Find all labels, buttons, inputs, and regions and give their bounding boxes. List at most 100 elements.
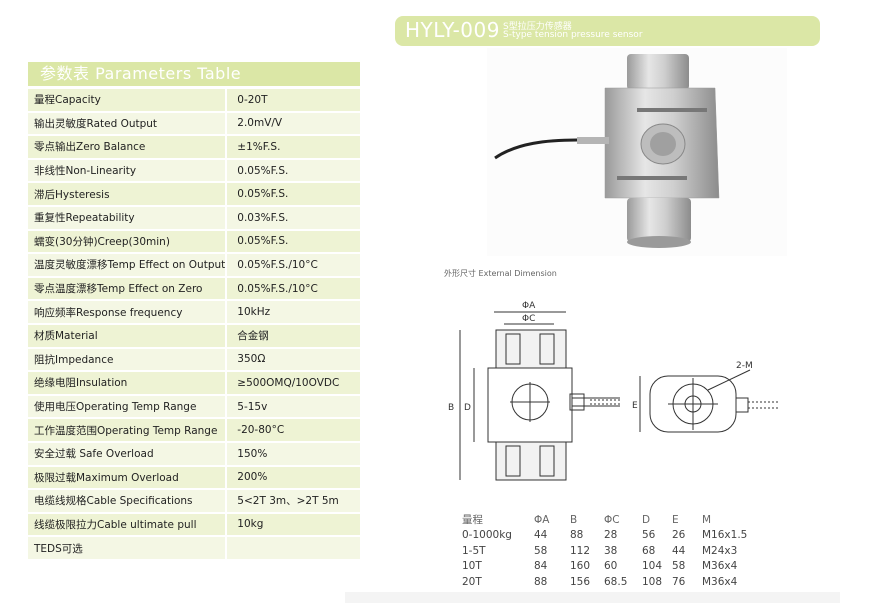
dimension-cell: 10T bbox=[462, 560, 482, 573]
dimension-cell: 20T bbox=[462, 575, 482, 588]
param-value: 合金钢 bbox=[227, 325, 360, 349]
param-row: TEDS可选 bbox=[28, 537, 360, 561]
dimension-cell: M36x4 bbox=[702, 575, 738, 588]
dim-label-M: 2-M bbox=[736, 361, 753, 371]
param-label: 工作温度范围Operating Temp Range bbox=[28, 419, 228, 443]
param-row: 工作温度范围Operating Temp Range-20-80°C bbox=[28, 419, 360, 443]
param-label: 绝缘电阻Insulation bbox=[28, 372, 228, 396]
param-label: 材质Material bbox=[28, 324, 228, 349]
dimension-header-cell: E bbox=[672, 513, 679, 526]
dimension-cell: 160 bbox=[570, 560, 591, 573]
param-value: 0.05%F.S./10°C bbox=[227, 278, 360, 302]
dimension-cell: 84 bbox=[534, 560, 548, 573]
model-number: HYLY-009 bbox=[405, 18, 500, 42]
param-value: 0.05%F.S. bbox=[227, 231, 360, 255]
param-value: 10kHz bbox=[227, 301, 360, 325]
param-label: TEDS可选 bbox=[28, 537, 228, 561]
param-label: 重复性Repeatability bbox=[28, 206, 228, 231]
dim-label-B: B bbox=[448, 403, 454, 413]
dimension-header-cell: D bbox=[642, 513, 651, 526]
dimension-cell: 68 bbox=[642, 544, 656, 557]
dimension-drawing: ΦA ΦC B D E 2-M bbox=[448, 301, 778, 481]
param-value: 0.05%F.S. bbox=[227, 160, 360, 184]
dimension-cell: 38 bbox=[604, 544, 618, 557]
param-value: 5<2T 3m、>2T 5m bbox=[227, 490, 360, 514]
param-label: 使用电压Operating Temp Range bbox=[28, 395, 228, 420]
param-value: 0.05%F.S. bbox=[227, 183, 360, 207]
param-label: 零点输出Zero Balance bbox=[28, 136, 228, 160]
param-label: 电缆线规格Cable Specifications bbox=[28, 490, 228, 514]
dimension-cell: 58 bbox=[534, 544, 548, 557]
params-table-heading: 参数表 Parameters Table bbox=[28, 62, 360, 86]
dim-label-E: E bbox=[632, 401, 638, 411]
param-value: -20-80°C bbox=[227, 419, 360, 443]
param-label: 安全过载 Safe Overload bbox=[28, 442, 228, 467]
dimension-cell: M36x4 bbox=[702, 560, 738, 573]
param-value: 10kg bbox=[227, 514, 360, 538]
dim-label-phiC: ΦC bbox=[522, 314, 535, 324]
dimension-cell: 104 bbox=[642, 560, 663, 573]
dimension-header-cell: ΦC bbox=[604, 513, 620, 526]
param-value: 5-15v bbox=[227, 396, 360, 420]
dimension-header-row: 量程 ΦA B ΦC D E M bbox=[462, 512, 842, 528]
param-value: 150% bbox=[227, 443, 360, 467]
dimension-cell: 0-1000kg bbox=[462, 529, 512, 542]
dimension-cell: 56 bbox=[642, 529, 656, 542]
product-name-cn: S型拉压力传感器 bbox=[503, 22, 572, 32]
product-photo bbox=[487, 48, 787, 256]
title-banner: HYLY-009 S型拉压力传感器 S-type tension pressur… bbox=[395, 16, 820, 46]
param-value: 200% bbox=[227, 467, 360, 491]
dimension-header-cell: ΦA bbox=[534, 513, 550, 526]
param-value: 350Ω bbox=[227, 349, 360, 373]
param-row: 绝缘电阻Insulation≥500OMQ/10OVDC bbox=[28, 372, 360, 396]
param-value: 2.0mV/V bbox=[227, 113, 360, 137]
dimension-cell: 76 bbox=[672, 575, 686, 588]
dimension-cell: 88 bbox=[534, 575, 548, 588]
dimension-cell: 60 bbox=[604, 560, 618, 573]
dim-label-D: D bbox=[464, 403, 471, 413]
dimension-cell: M16x1.5 bbox=[702, 529, 748, 542]
dimension-cell: 26 bbox=[672, 529, 686, 542]
param-label: 阻抗Impedance bbox=[28, 348, 228, 373]
dimension-cell: M24x3 bbox=[702, 544, 738, 557]
product-name-en: S-type tension pressure sensor bbox=[503, 30, 643, 40]
param-value bbox=[227, 537, 360, 561]
param-value: ≥500OMQ/10OVDC bbox=[227, 372, 360, 396]
dimension-cell: 44 bbox=[534, 529, 548, 542]
param-label: 线缆极限拉力Cable ultimate pull bbox=[28, 513, 228, 538]
param-row: 蠕变(30分钟)Creep(30min)0.05%F.S. bbox=[28, 230, 360, 255]
param-label: 滞后Hysteresis bbox=[28, 183, 228, 207]
dimension-cell: 58 bbox=[672, 560, 686, 573]
param-row: 零点输出Zero Balance±1%F.S. bbox=[28, 136, 360, 160]
param-label: 零点温度漂移Temp Effect on Zero bbox=[28, 277, 228, 302]
param-label: 温度灵敏度漂移Temp Effect on Output bbox=[28, 254, 228, 278]
dimension-cell: 156 bbox=[570, 575, 591, 588]
dimension-row: 10T 84 160 60 104 58 M36x4 bbox=[462, 559, 842, 575]
bottom-band bbox=[345, 592, 840, 603]
dimension-cell: 112 bbox=[570, 544, 591, 557]
param-label: 输出灵敏度Rated Output bbox=[28, 112, 228, 137]
dimension-cell: 68.5 bbox=[604, 575, 628, 588]
param-label: 蠕变(30分钟)Creep(30min) bbox=[28, 230, 228, 255]
dimension-header-cell: M bbox=[702, 513, 712, 526]
param-value: 0-20T bbox=[227, 89, 360, 113]
dimension-header-cell: 量程 bbox=[462, 514, 483, 527]
param-value: ±1%F.S. bbox=[227, 136, 360, 160]
dimension-header-cell: B bbox=[570, 513, 578, 526]
